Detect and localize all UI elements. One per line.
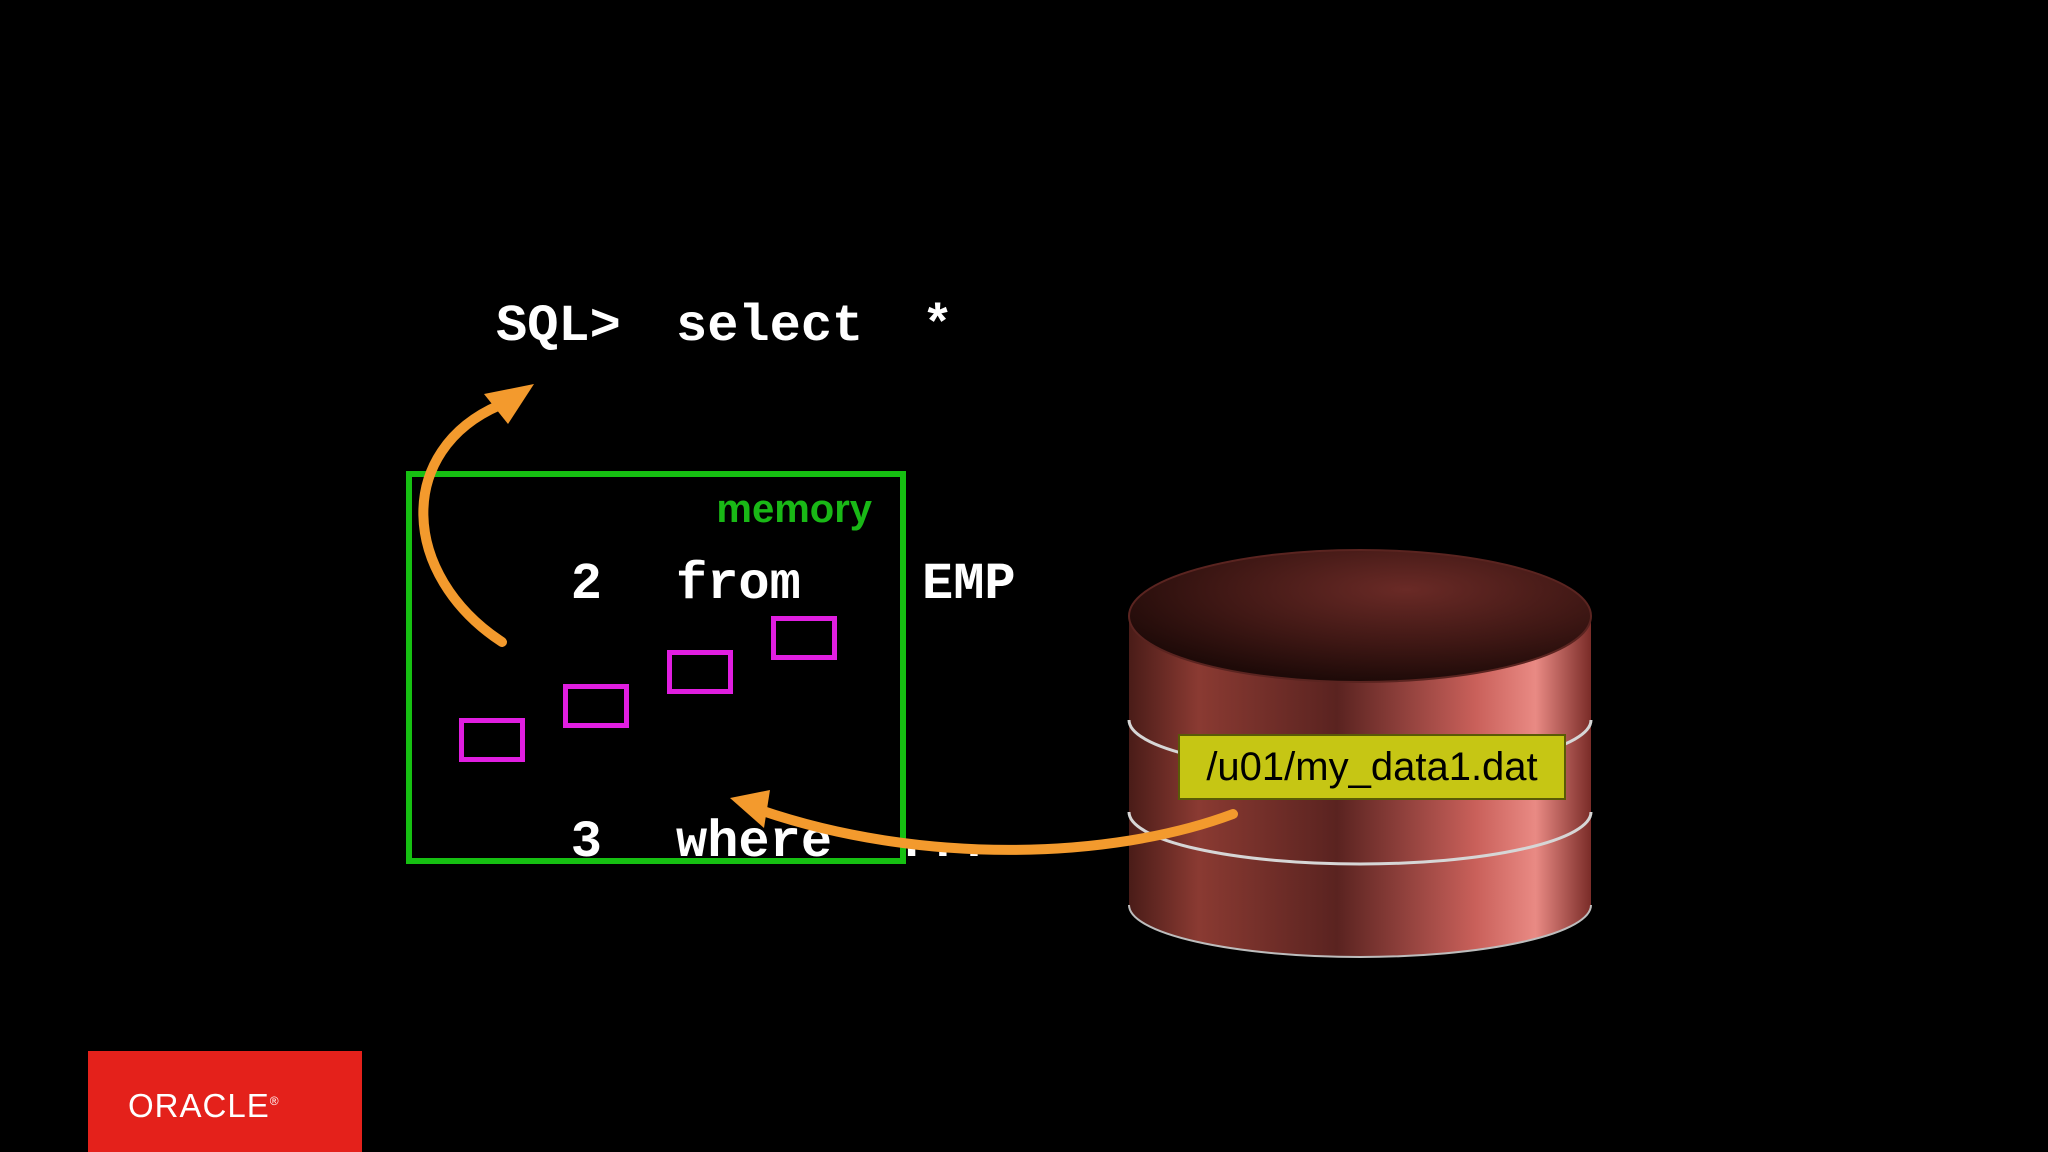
memory-label: memory [716, 487, 872, 531]
sql-line-1: SQL> select * [496, 284, 1016, 370]
sql-keyword-from: from [676, 555, 801, 614]
memory-region: memory [406, 471, 906, 864]
oracle-logo: ORACLE® [88, 1051, 362, 1152]
sql-select-list: * [922, 297, 954, 356]
sql-table-name: EMP [922, 555, 1016, 614]
memory-block-3 [667, 650, 733, 694]
arrow-memory-to-sql [418, 384, 534, 647]
sql-prompt: SQL> [496, 297, 621, 356]
oracle-logo-text: ORACLE [128, 1087, 270, 1124]
arrow-datafile-to-memory [730, 790, 1238, 855]
sql-keyword-select: select [676, 297, 864, 356]
memory-block-2 [563, 684, 629, 728]
sql-line-number-2: 2 [570, 555, 602, 614]
memory-block-1 [459, 718, 525, 762]
datafile-label: /u01/my_data1.dat [1178, 734, 1566, 800]
memory-block-4 [771, 616, 837, 660]
sql-line-2: 2 from EMP [496, 542, 1016, 628]
oracle-logo-mark: ® [269, 1094, 280, 1108]
